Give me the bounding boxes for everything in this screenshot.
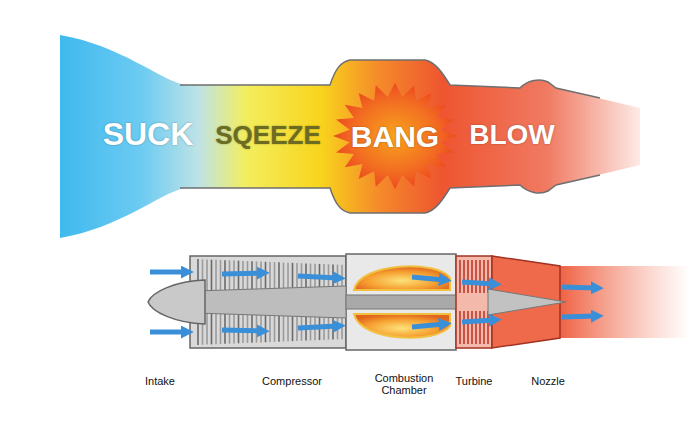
compressor-blade <box>274 262 276 288</box>
compressor-blade <box>278 262 280 288</box>
compressor-blade <box>287 316 289 341</box>
compressor-blade <box>220 314 222 344</box>
turbine-blade <box>487 311 489 344</box>
compressor-blade <box>265 315 267 342</box>
stage-word: BLOW <box>469 120 555 151</box>
airflow-arrow <box>412 324 444 327</box>
part-name: Intake <box>145 375 175 387</box>
compressor-casing <box>190 256 346 348</box>
stage-word: SQEEZE <box>215 121 320 150</box>
tail-cone <box>488 289 566 315</box>
airflow-arrow <box>298 326 338 328</box>
compressor-blade <box>211 260 213 291</box>
compressor-blade <box>206 259 208 290</box>
airflow-arrow <box>298 276 338 278</box>
airflow-arrow <box>150 270 186 275</box>
compressor-blade <box>296 263 298 288</box>
combustion-flame <box>354 266 450 290</box>
turbine-blade <box>487 260 489 293</box>
compressor-blade <box>278 316 280 342</box>
turbine-blade <box>479 260 481 293</box>
compressor-blade <box>269 262 271 289</box>
compressor-blade <box>211 314 213 345</box>
turbine-blade <box>483 260 485 293</box>
part-name: Compressor <box>262 375 322 387</box>
compressor-blade <box>292 316 294 341</box>
band-outline <box>180 175 600 213</box>
turbine-blade <box>475 311 477 344</box>
turbine-blade <box>467 311 469 344</box>
turbine-blade <box>483 311 485 344</box>
compressor-blade <box>283 263 285 289</box>
part-name: Nozzle <box>531 375 565 387</box>
turbine-casing <box>456 256 492 348</box>
turbine-blade <box>467 260 469 293</box>
compressor-blade <box>215 314 217 345</box>
turbine-blade <box>459 260 461 293</box>
bang-starburst <box>333 83 457 190</box>
compressor-blade <box>287 263 289 288</box>
band-outline <box>180 60 600 98</box>
airflow-arrow <box>562 316 596 317</box>
airflow-arrow <box>462 320 494 322</box>
compressor-hub <box>196 286 346 318</box>
airflow-band <box>60 35 640 238</box>
stage-word: SUCK <box>103 117 194 152</box>
compressor-blade <box>274 316 276 342</box>
exhaust-plume <box>555 266 690 338</box>
turbine-blade <box>471 311 473 344</box>
turbine-blades <box>460 260 488 344</box>
airflow-arrow <box>462 282 494 284</box>
airflow-arrow <box>150 330 186 335</box>
airflow-arrow <box>412 277 444 280</box>
turbine-blade <box>459 311 461 344</box>
compressor-blade <box>296 316 298 341</box>
airflow-arrow <box>562 287 596 288</box>
compressor-blade <box>341 318 343 339</box>
combustion-flame <box>354 314 450 338</box>
turbine-blade <box>463 311 465 344</box>
turbine-blade <box>479 311 481 344</box>
compressor-blade <box>341 265 343 286</box>
turbine-blade <box>475 260 477 293</box>
compressor-blade <box>283 316 285 342</box>
compressor-blade <box>269 315 271 342</box>
compressor-blade <box>215 260 217 291</box>
compressor-blade <box>292 263 294 288</box>
turbine-blade <box>471 260 473 293</box>
airflow-arrow <box>222 330 262 331</box>
airflow-arrow <box>222 273 262 274</box>
turbine-blade <box>463 260 465 293</box>
part-name: Combustion Chamber <box>368 372 440 396</box>
airflow-arrows <box>150 272 596 332</box>
stage-word: BANG <box>351 120 439 153</box>
compressor-blade <box>206 313 208 344</box>
engine-shaft <box>346 295 460 309</box>
compressor-blade <box>265 262 267 289</box>
part-name: Turbine <box>456 375 493 387</box>
compressor-blade <box>220 260 222 290</box>
nose-cone <box>148 280 205 324</box>
